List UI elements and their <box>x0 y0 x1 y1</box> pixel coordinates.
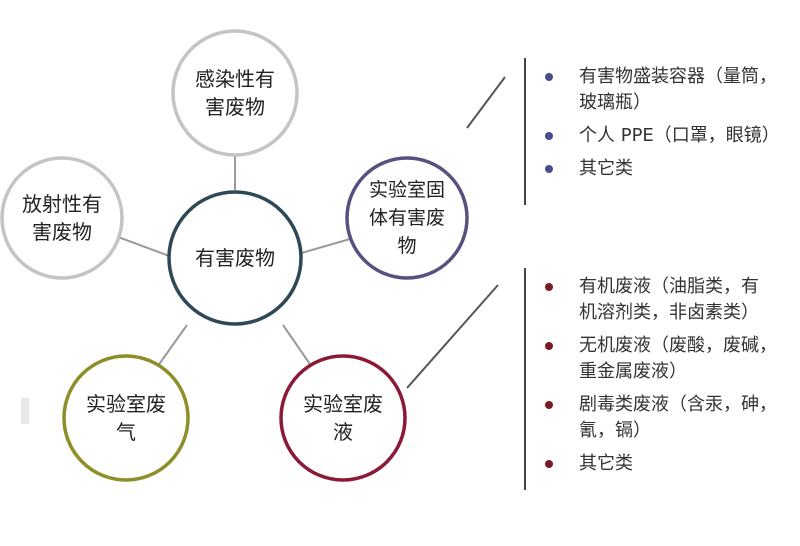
left-edge-mark <box>21 398 29 424</box>
list-item: 有害物盛装容器（量筒， 玻璃瓶） <box>535 64 800 116</box>
bullet-icon <box>545 342 553 350</box>
connector-solid-list <box>466 76 506 129</box>
node-radioactive-label: 放射性有 害废物 <box>22 192 102 244</box>
connector-liquid <box>282 324 315 371</box>
bullet-icon <box>545 132 553 140</box>
node-center-ring <box>167 190 303 326</box>
list-item: 其它类 <box>535 451 800 477</box>
node-infectious-label: 感染性有 害废物 <box>195 67 275 119</box>
bullet-icon <box>545 283 553 291</box>
list-item: 有机废液（油脂类，有 机溶剂类，非卤素类） <box>535 274 800 326</box>
connector-gas <box>154 324 188 371</box>
list-item-text: 其它类 <box>579 453 633 474</box>
list-item: 剧毒类废液（含汞，砷， 氰，镉） <box>535 392 800 444</box>
node-liquid-label: 实验室废 液 <box>303 392 383 444</box>
list-item: 无机废液（废酸，废碱， 重金属废液） <box>535 333 800 385</box>
bullet-icon <box>545 165 553 173</box>
node-radioactive-ring <box>0 156 124 280</box>
list-item: 个人 PPE（口罩，眼镜） <box>535 123 800 149</box>
bullet-icon <box>545 401 553 409</box>
bullet-icon <box>545 460 553 468</box>
liquid-waste-list: 有机废液（油脂类，有 机溶剂类，非卤素类） 无机废液（废酸，废碱， 重金属废液）… <box>535 274 800 484</box>
solid-waste-list: 有害物盛装容器（量筒， 玻璃瓶） 个人 PPE（口罩，眼镜） 其它类 <box>535 64 800 189</box>
bullet-icon <box>545 73 553 81</box>
connector-radioactive <box>117 236 173 258</box>
list-item-text: 有害物盛装容器（量筒， 玻璃瓶） <box>579 66 777 113</box>
node-solid-ring <box>345 156 469 280</box>
node-infectious-ring <box>171 29 299 157</box>
node-center-label: 有害废物 <box>195 246 275 270</box>
list-item-text: 个人 PPE（口罩，眼镜） <box>579 125 780 146</box>
node-liquid-ring <box>279 354 407 482</box>
node-gas-ring <box>62 354 190 482</box>
list-item-text: 无机废液（废酸，废碱， 重金属废液） <box>579 335 777 382</box>
node-gas-label: 实验室废 气 <box>86 392 166 444</box>
connector-solid <box>297 238 351 255</box>
list-item-text: 其它类 <box>579 158 633 179</box>
connector-liquid-list <box>406 284 499 389</box>
list-item: 其它类 <box>535 156 800 182</box>
list-item-text: 有机废液（油脂类，有 机溶剂类，非卤素类） <box>579 276 759 323</box>
node-solid-label: 实验室固 体有害废 物 <box>368 179 445 257</box>
list-item-text: 剧毒类废液（含汞，砷， 氰，镉） <box>579 394 777 441</box>
